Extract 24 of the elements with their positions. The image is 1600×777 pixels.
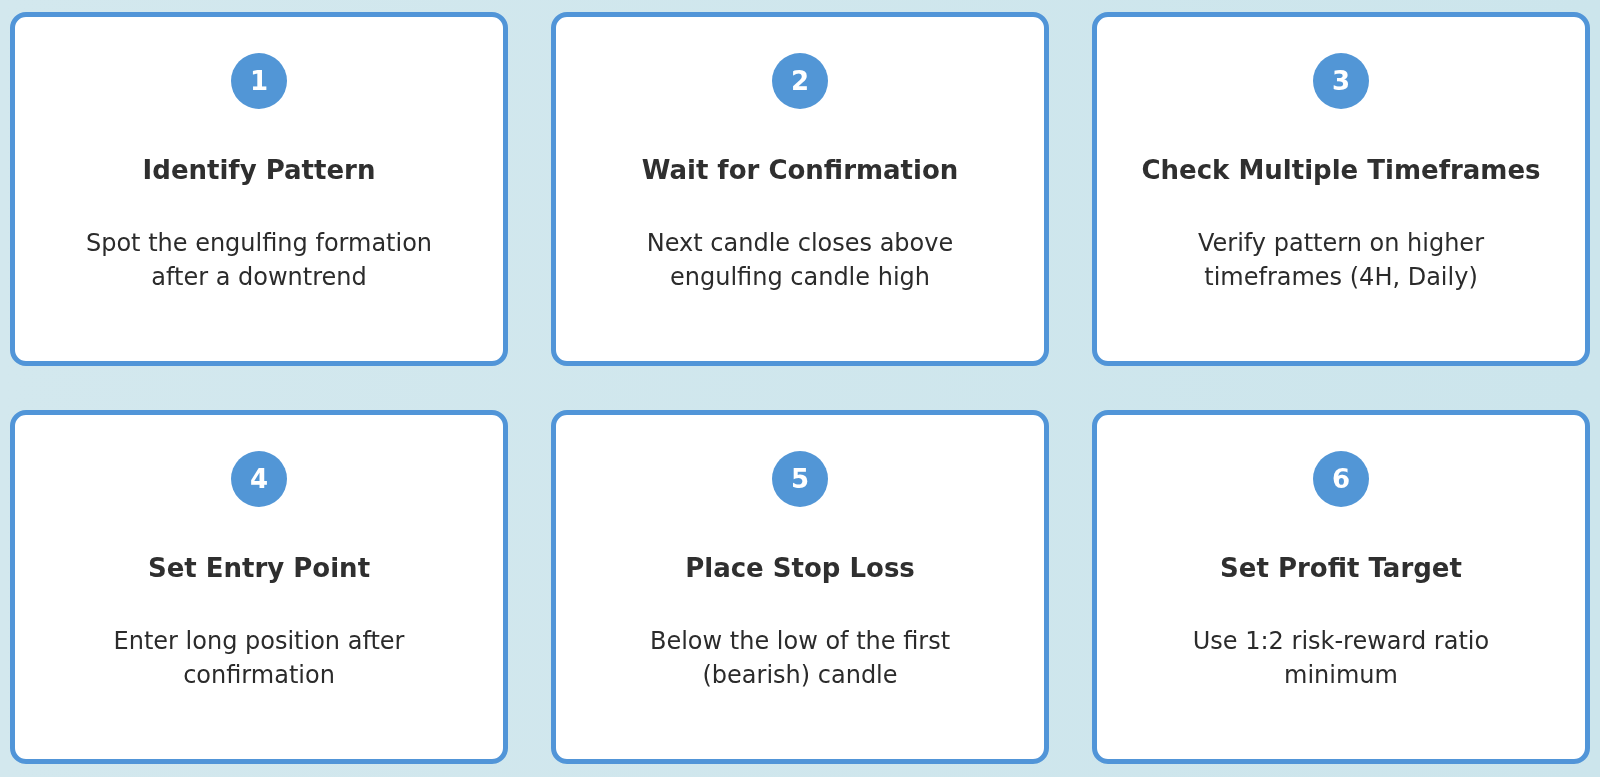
step-card [10,12,508,366]
step-card [1092,410,1590,764]
step-description: Enter long position after confirmation [112,626,406,691]
step-card [551,12,1049,366]
step-description: Verify pattern on higher timeframes (4H, Daily) [1197,228,1485,293]
step-heading: Wait for Confirmation [641,154,959,186]
step-heading: Place Stop Loss [685,552,915,584]
step-heading: Identify Pattern [142,154,376,186]
step-card [551,410,1049,764]
step-number: 5 [772,451,828,507]
step-number: 1 [231,53,287,109]
step-card [1092,12,1590,366]
step-number: 4 [231,451,287,507]
step-number: 6 [1313,451,1369,507]
step-description: Spot the engulfing formation after a downtrend [84,228,434,293]
step-heading: Set Entry Point [147,552,371,584]
step-card [10,410,508,764]
step-description: Below the low of the first (bearish) candle [648,626,952,691]
step-description: Next candle closes above engulfing candle high [645,228,955,293]
step-description: Use 1:2 risk-reward ratio minimum [1191,626,1491,691]
step-heading: Check Multiple Timeframes [1141,154,1541,186]
step-heading: Set Profit Target [1220,552,1462,584]
step-number: 3 [1313,53,1369,109]
step-number: 2 [772,53,828,109]
